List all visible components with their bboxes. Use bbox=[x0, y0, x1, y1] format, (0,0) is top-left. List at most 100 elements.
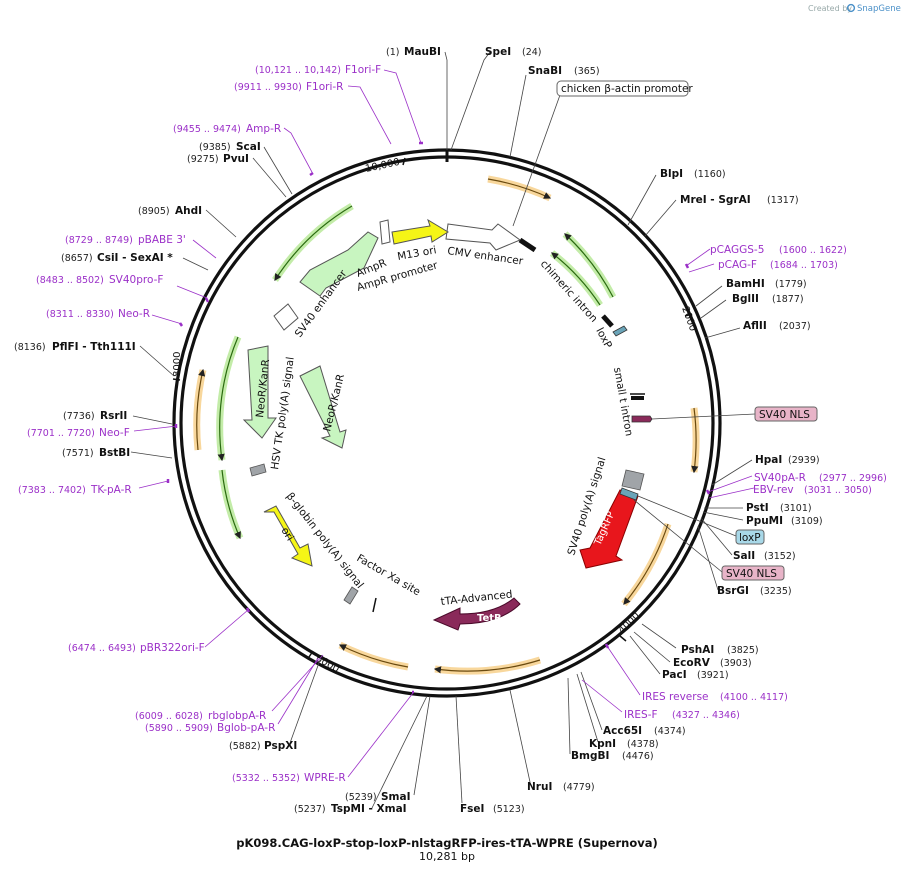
feature-box-sv40-nls-2: SV40 NLS bbox=[633, 499, 785, 581]
feature-loxp-1-shape bbox=[601, 314, 628, 337]
primer-label-sv40pa-r[interactable]: SV40pA-R bbox=[754, 472, 806, 484]
primer-label-pcaggs-5[interactable]: pCAGGS-5 bbox=[710, 244, 764, 256]
primer-label-ires-f[interactable]: IRES-F bbox=[624, 709, 658, 721]
enzyme-label-nrui[interactable]: NruI bbox=[527, 781, 552, 793]
feature-label-factor-xa: Factor Xa site bbox=[355, 552, 423, 598]
primer-pos-sv40pro-f: (8483 .. 8502) bbox=[36, 275, 104, 286]
enzyme-label-csii-sexai[interactable]: CsiI - SexAI * bbox=[97, 252, 173, 264]
enzyme-label-psti[interactable]: PstI bbox=[746, 502, 769, 514]
enzyme-label-maubi[interactable]: MauBI bbox=[404, 46, 441, 58]
primer-label-bglob-pa-r[interactable]: Bglob-pA-R bbox=[217, 722, 275, 734]
feature-box-chicken-beta-actin: chicken β-actin promoter bbox=[512, 80, 693, 227]
enzyme-label-pvui[interactable]: PvuI bbox=[223, 153, 249, 165]
primer-pos-neo-f: (7701 .. 7720) bbox=[27, 428, 95, 439]
feature-factor-xa-shape bbox=[343, 586, 377, 613]
enzyme-pos-pshai: (3825) bbox=[727, 645, 759, 656]
primer-label-rbglobpa-r[interactable]: rbglobpA-R bbox=[208, 710, 266, 722]
primer-label-neo-f[interactable]: Neo-F bbox=[99, 427, 130, 439]
enzyme-label-rsrii[interactable]: RsrII bbox=[100, 410, 127, 422]
enzyme-pos-acc65i: (4374) bbox=[654, 726, 686, 737]
watermark-prefix: Created by bbox=[808, 4, 852, 13]
orf-arc-arrow bbox=[221, 469, 241, 540]
enzyme-pos-bamhi: (1779) bbox=[775, 279, 807, 290]
primer-pos-pbr322ori-f: (6474 .. 6493) bbox=[68, 643, 136, 654]
feature-hsv-tk-polya-shape bbox=[249, 463, 267, 477]
orf-arc bbox=[216, 335, 242, 461]
primer-pos-ires-reverse: (4100 .. 4117) bbox=[720, 692, 788, 703]
feature-label-chicken-beta-actin: chicken β-actin promoter bbox=[561, 83, 693, 95]
enzyme-label-tspmi-xmai[interactable]: TspMI - XmaI bbox=[331, 803, 407, 815]
primer-pos-ebv-rev: (3031 .. 3050) bbox=[804, 485, 872, 496]
feature-tagrfp-shape bbox=[579, 487, 639, 569]
enzyme-label-bsrgi[interactable]: BsrGI bbox=[717, 585, 749, 597]
primer-label-tk-pa-r[interactable]: TK-pA-R bbox=[90, 484, 132, 496]
feature-ori-shape bbox=[263, 505, 313, 567]
primer-label-pbr322ori-f[interactable]: pBR322ori-F bbox=[140, 642, 205, 654]
enzyme-label-smai[interactable]: SmaI bbox=[381, 791, 411, 803]
primer-pos-sv40pa-r: (2977 .. 2996) bbox=[819, 473, 887, 484]
enzyme-pos-smai: (5239) bbox=[345, 792, 377, 803]
enzyme-pos-bmgbi: (4476) bbox=[622, 751, 654, 762]
orf-arc-arrow bbox=[217, 336, 239, 462]
enzyme-pos-bglii: (1877) bbox=[772, 294, 804, 305]
enzyme-label-pspxi[interactable]: PspXI bbox=[264, 740, 297, 752]
feature-sv40-polya-1-shape bbox=[621, 469, 645, 491]
feature-small-t-intron-shape bbox=[630, 393, 645, 400]
primer-label-pcag-f[interactable]: pCAG-F bbox=[718, 259, 757, 271]
feature-sv40-nls-1-shape bbox=[631, 415, 653, 423]
orf-arc-arrow bbox=[487, 178, 552, 199]
orf-arc-arrow bbox=[274, 205, 353, 282]
enzyme-label-sali[interactable]: SalI bbox=[733, 550, 755, 562]
primer-label-wpre-r[interactable]: WPRE-R bbox=[304, 772, 346, 784]
primer-label-amp-r[interactable]: Amp-R bbox=[246, 123, 281, 135]
primer-label-ires-reverse[interactable]: IRES reverse bbox=[642, 691, 709, 703]
feature-amprprom-shape bbox=[379, 219, 391, 245]
enzyme-pos-ppumi: (3109) bbox=[791, 516, 823, 527]
enzyme-label-kpni[interactable]: KpnI bbox=[589, 738, 616, 750]
feature-label-cmv-enhancer: CMV enhancer bbox=[447, 245, 525, 268]
primer-label-sv40pro-f[interactable]: SV40pro-F bbox=[109, 274, 163, 286]
feature-chimeric-intron-shape bbox=[518, 237, 537, 253]
enzyme-pos-snabi: (365) bbox=[574, 66, 600, 77]
enzyme-label-snabi[interactable]: SnaBI bbox=[528, 65, 562, 77]
enzyme-label-pshai[interactable]: PshAI bbox=[681, 644, 714, 656]
enzyme-label-ahdi[interactable]: AhdI bbox=[175, 205, 202, 217]
feature-label-loxp-1: loxP bbox=[593, 326, 614, 351]
primer-label-pbabe3[interactable]: pBABE 3' bbox=[138, 234, 186, 246]
primer-label-neo-r[interactable]: Neo-R bbox=[118, 308, 150, 320]
orf-arc-arrow bbox=[551, 252, 601, 306]
enzyme-label-bmgbi[interactable]: BmgBI bbox=[571, 750, 609, 762]
feature-m13ori-shape bbox=[391, 218, 449, 245]
primer-pos-neo-r: (8311 .. 8330) bbox=[46, 309, 114, 320]
enzyme-pos-tspmi: (5237) bbox=[294, 804, 326, 815]
enzyme-label-aflii[interactable]: AflII bbox=[743, 320, 767, 332]
enzyme-label-pflfi-tth111i[interactable]: PflFI - Tth111I bbox=[52, 341, 136, 353]
primer-pos-bglob-pa-r: (5890 .. 5909) bbox=[145, 723, 213, 734]
orf-arc bbox=[487, 175, 552, 202]
primer-pos-pcaggs-5: (1600 .. 1622) bbox=[779, 245, 847, 256]
enzyme-label-scai[interactable]: ScaI bbox=[236, 141, 261, 153]
feature-box-sv40-nls-1: SV40 NLS bbox=[651, 406, 818, 422]
enzyme-label-bglii[interactable]: BglII bbox=[732, 293, 759, 305]
enzyme-pos-blpi: (1160) bbox=[694, 169, 726, 180]
enzyme-label-bamhi[interactable]: BamHI bbox=[726, 278, 765, 290]
tick-label-8000: 8000 bbox=[172, 352, 183, 377]
enzyme-pos-bstbi: (7571) bbox=[62, 448, 94, 459]
enzyme-label-hpai[interactable]: HpaI bbox=[755, 454, 782, 466]
primer-lines bbox=[133, 69, 755, 778]
enzyme-pos-fsei: (5123) bbox=[493, 804, 525, 815]
enzyme-label-fsei[interactable]: FseI bbox=[460, 803, 484, 815]
feature-label-sv40-nls-2: SV40 NLS bbox=[726, 568, 777, 580]
enzyme-label-spei[interactable]: SpeI bbox=[485, 46, 511, 58]
primer-label-f1ori-f[interactable]: F1ori-F bbox=[345, 64, 381, 76]
enzyme-label-mrei-sgrai[interactable]: MreI - SgrAI bbox=[680, 194, 751, 206]
enzyme-label-bstbi[interactable]: BstBI bbox=[99, 447, 130, 459]
enzyme-pos-pflfi: (8136) bbox=[14, 342, 46, 353]
primer-label-f1ori-r[interactable]: F1ori-R bbox=[306, 81, 343, 93]
enzyme-label-paci[interactable]: PacI bbox=[662, 669, 687, 681]
primer-label-ebv-rev[interactable]: EBV-rev bbox=[753, 484, 794, 496]
enzyme-label-acc65i[interactable]: Acc65I bbox=[603, 725, 642, 737]
enzyme-label-ppumi[interactable]: PpuMI bbox=[746, 515, 783, 527]
enzyme-label-blpi[interactable]: BlpI bbox=[660, 168, 683, 180]
enzyme-label-ecorv[interactable]: EcoRV bbox=[673, 657, 711, 669]
